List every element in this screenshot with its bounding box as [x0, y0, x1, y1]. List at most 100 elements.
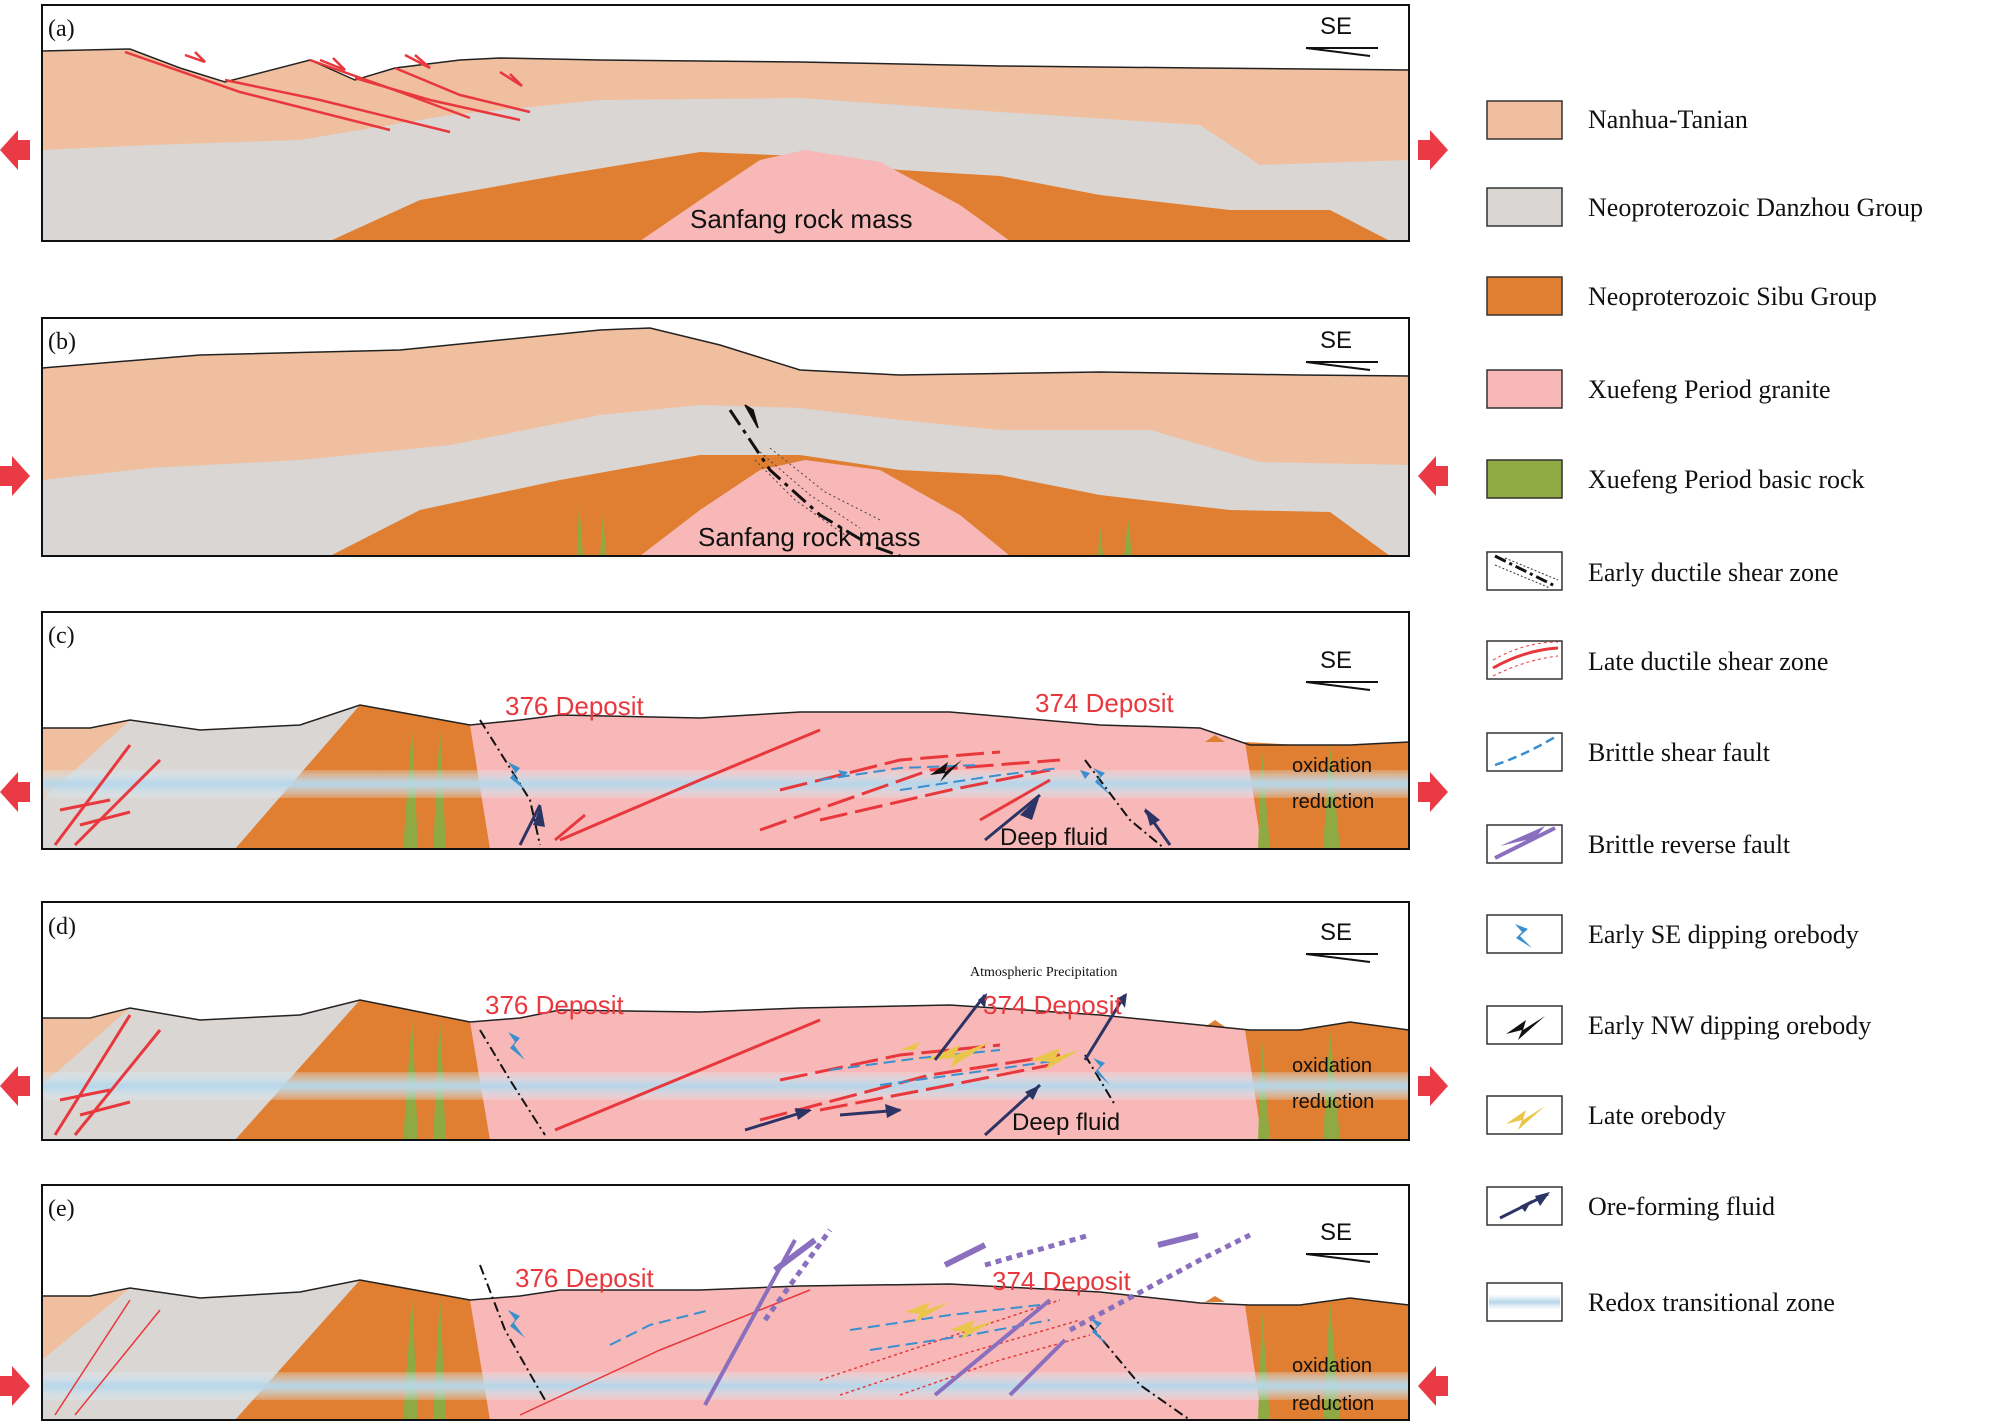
deposit-labels: 376 Deposit 374 Deposit 376 Deposit 374 …: [485, 688, 1175, 1296]
direction-label-a: SE: [1320, 13, 1352, 40]
oxidation-d: oxidation: [1292, 1055, 1372, 1077]
sibu-bump: [1205, 1296, 1225, 1302]
oxidation-e: oxidation: [1292, 1355, 1372, 1377]
panel-b-frame: [41, 317, 1410, 557]
late-orebodies: [900, 1042, 1080, 1070]
legend-symbol-late-shear: [1486, 640, 1563, 680]
early-ductile-shear: [479, 1264, 1191, 1420]
compression-arrow-right-b: [1418, 456, 1448, 496]
surface-line: [42, 704, 1409, 746]
compression-arrow-left-b: [0, 456, 30, 496]
panel-c-frame: [41, 611, 1410, 850]
se-labels: SE SE SE SE SE: [1320, 13, 1352, 1246]
legend-label: Late orebody: [1588, 1101, 1726, 1130]
nanhua-wedge: [42, 1288, 130, 1360]
legend-label: Ore-forming fluid: [1588, 1192, 1775, 1221]
panel-c: [42, 612, 1409, 849]
legend-label: Early NW dipping orebody: [1588, 1011, 1871, 1040]
extension-arrow-left-d: [0, 1066, 30, 1106]
deposit-374-e: 374 Deposit: [992, 1266, 1132, 1296]
late-orebodies: [905, 1302, 995, 1340]
panel-b: [42, 318, 1409, 556]
reduction-c: reduction: [1292, 791, 1374, 813]
ore-se-markers: [508, 1310, 1107, 1345]
extension-arrow-left-a: [0, 130, 30, 170]
legend-label: Neoproterozoic Danzhou Group: [1588, 193, 1923, 222]
panel-d-label: (d): [48, 914, 76, 940]
early-ductile-shear: [479, 719, 1166, 849]
sibu-left: [235, 1000, 490, 1140]
surface-line: [42, 999, 1409, 1031]
deep-fluid-d: Deep fluid: [1012, 1109, 1120, 1136]
legend-label: Neoproterozoic Sibu Group: [1588, 282, 1877, 311]
panel-labels: (a) (b) (c) (d) (e): [48, 16, 76, 1222]
legend-label: Brittle shear fault: [1588, 738, 1771, 767]
sibu-bump: [1205, 735, 1225, 742]
reduction-d: reduction: [1292, 1091, 1374, 1113]
extension-arrow-left-c: [0, 772, 30, 812]
surface-line: [42, 1279, 1409, 1306]
panel-e-label: (e): [48, 1196, 75, 1222]
extension-arrow-right-a: [1418, 130, 1448, 170]
panel-e-frame: [41, 1184, 1410, 1421]
deposit-376-d: 376 Deposit: [485, 990, 625, 1020]
legend-symbol-ore-se: [1486, 914, 1563, 954]
panel-d: [42, 902, 1409, 1140]
legend-label: Redox transitional zone: [1588, 1288, 1835, 1317]
panel-a-label: (a): [48, 16, 75, 42]
reduction-e: reduction: [1292, 1393, 1374, 1415]
surface-line: [42, 327, 1409, 377]
deposit-376-c: 376 Deposit: [505, 691, 645, 721]
legend-label: Brittle reverse fault: [1588, 830, 1791, 859]
ore-se-markers: [508, 762, 1110, 795]
panel-d-frame: [41, 901, 1410, 1141]
extension-arrow-right-d: [1418, 1066, 1448, 1106]
legend-label: Late ductile shear zone: [1588, 647, 1828, 676]
early-ductile-shear: [479, 1029, 1116, 1136]
legend-label: Xuefeng Period granite: [1588, 375, 1831, 404]
legend-swatches: [1486, 100, 1563, 1322]
oxidation-c: oxidation: [1292, 755, 1372, 777]
fluid-labels: Deep fluid Deep fluid: [1000, 824, 1120, 1136]
early-ductile-shear: [728, 404, 901, 556]
se-direction-symbols: [1305, 47, 1378, 1263]
brittle-shear-faults: [609, 1304, 1051, 1351]
redox-zone: [42, 1372, 1409, 1400]
legend-swatch-danzhou: [1486, 187, 1563, 227]
deposit-374-c: 374 Deposit: [1035, 688, 1175, 718]
direction-label-e: SE: [1320, 1219, 1352, 1246]
extension-arrow-right-c: [1418, 772, 1448, 812]
redox-labels: oxidation reduction oxidation reduction …: [1292, 755, 1374, 1415]
deposit-376-e: 376 Deposit: [515, 1263, 655, 1293]
basic-dikes: [577, 502, 1132, 556]
precipitation-label: Atmospheric Precipitation: [970, 965, 1117, 980]
reverse-fault-dotted: [762, 1228, 1252, 1333]
thrust-faults: [124, 50, 531, 134]
ore-se-markers: [508, 1032, 1110, 1085]
panel-a: [42, 5, 1409, 241]
rock-mass-labels: Sanfang rock mass Sanfang rock mass: [690, 204, 921, 552]
panel-b-label: (b): [48, 329, 76, 355]
ore-nw-marker: [930, 760, 962, 782]
compression-arrow-right-e: [1418, 1366, 1448, 1406]
panel-e: [42, 1185, 1409, 1420]
legend-swatch-granite: [1486, 369, 1563, 409]
deposit-374-d: 374 Deposit: [983, 990, 1123, 1020]
legend-label: Early SE dipping orebody: [1588, 920, 1859, 949]
fluid-chevrons: [533, 795, 1160, 827]
fluid-chevrons: [795, 993, 1127, 1120]
legend-swatch-nanhua: [1486, 100, 1563, 140]
brittle-shear-faults: [819, 764, 1061, 791]
legend-swatch-basic: [1486, 459, 1563, 499]
redox-zone: [42, 770, 1409, 798]
compression-arrow-left-e: [0, 1366, 30, 1406]
rock-mass-label-a: Sanfang rock mass: [690, 204, 913, 234]
brittle-reverse-faults: [703, 1232, 1199, 1406]
direction-label-c: SE: [1320, 647, 1352, 674]
legend: Nanhua-Tanian Neoproterozoic Danzhou Gro…: [1486, 100, 1923, 1322]
redox-zone: [42, 1072, 1409, 1100]
surface-line: [42, 48, 1409, 83]
direction-label-b: SE: [1320, 327, 1352, 354]
direction-label-d: SE: [1320, 919, 1352, 946]
